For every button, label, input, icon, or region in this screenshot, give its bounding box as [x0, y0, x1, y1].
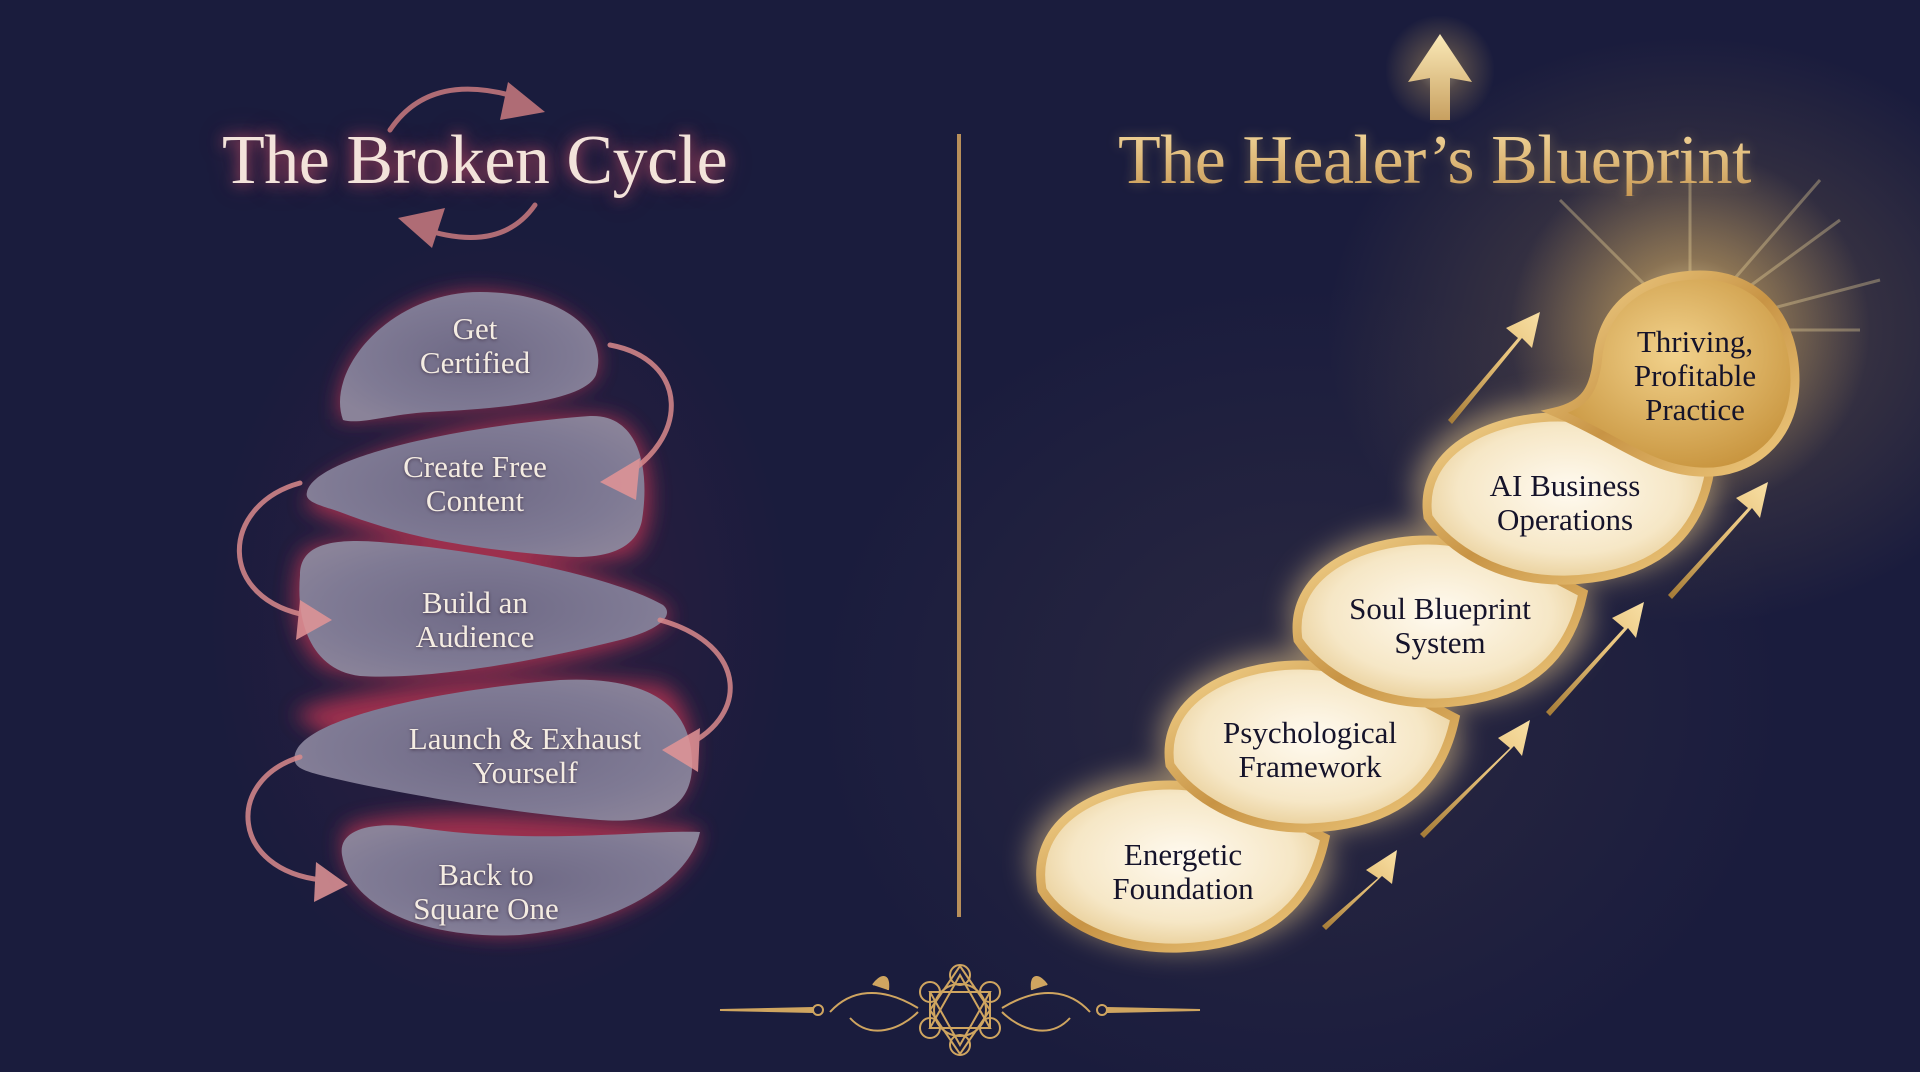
step-line: Foundation [1112, 871, 1254, 906]
leaf-soul-blueprint-system [1292, 535, 1589, 708]
step-line: Square One [413, 891, 559, 926]
leaf-psychological-framework [1164, 660, 1461, 833]
step-line: Psychological [1223, 715, 1397, 750]
blob-build-audience [299, 540, 668, 677]
step-line: Create Free [403, 449, 547, 484]
step-line: Profitable [1633, 358, 1757, 393]
step-line: Practice [1645, 392, 1745, 427]
step-get-certified: Get Certified [375, 312, 575, 380]
step-line: Yourself [472, 755, 578, 790]
step-line: Get [452, 311, 498, 346]
step-energetic-foundation: Energetic Foundation [1063, 838, 1303, 906]
step-back-to-square-one: Back to Square One [366, 858, 606, 926]
broken-cycle-blobs [294, 292, 700, 936]
step-psychological-framework: Psychological Framework [1180, 716, 1440, 784]
rising-arrow-icon [1322, 312, 1768, 930]
step-line: Certified [419, 345, 531, 380]
curved-arrow-icon [236, 342, 733, 902]
step-line: Soul Blueprint [1349, 591, 1531, 626]
step-thriving-practice: Thriving, Profitable Practice [1585, 325, 1805, 427]
blob-back-to-square-one [341, 825, 700, 936]
blob-get-certified [339, 292, 599, 422]
step-ai-business-operations: AI Business Operations [1440, 469, 1690, 537]
up-arrow-icon [1385, 15, 1495, 125]
vertical-divider [957, 134, 961, 917]
step-create-free-content: Create Free Content [355, 450, 595, 518]
step-line: Operations [1496, 502, 1634, 537]
metatrons-cube-flourish-icon [719, 964, 1201, 1056]
step-line: Thriving, [1636, 324, 1754, 359]
broken-cycle-title: The Broken Cycle [222, 122, 728, 199]
step-line: AI Business [1489, 468, 1641, 503]
step-line: Back to [438, 857, 534, 892]
step-line: Launch & Exhaust [408, 721, 642, 756]
blob-create-free-content [306, 415, 645, 557]
step-line: Framework [1238, 749, 1382, 784]
step-line: Content [425, 483, 525, 518]
step-line: Audience [415, 619, 535, 654]
healers-blueprint-leaves [1036, 270, 1800, 953]
blob-launch-exhaust [294, 679, 693, 821]
step-soul-blueprint-system: Soul Blueprint System [1300, 592, 1580, 660]
step-launch-exhaust: Launch & Exhaust Yourself [375, 722, 675, 790]
healers-blueprint-title: The Healer’s Blueprint [1118, 122, 1752, 199]
step-line: System [1394, 625, 1486, 660]
step-build-audience: Build an Audience [355, 586, 595, 654]
leaf-thriving-practice [1540, 270, 1800, 477]
step-line: Build an [422, 585, 528, 620]
step-line: Energetic [1123, 837, 1243, 872]
cycle-arrows-icon [387, 82, 545, 248]
